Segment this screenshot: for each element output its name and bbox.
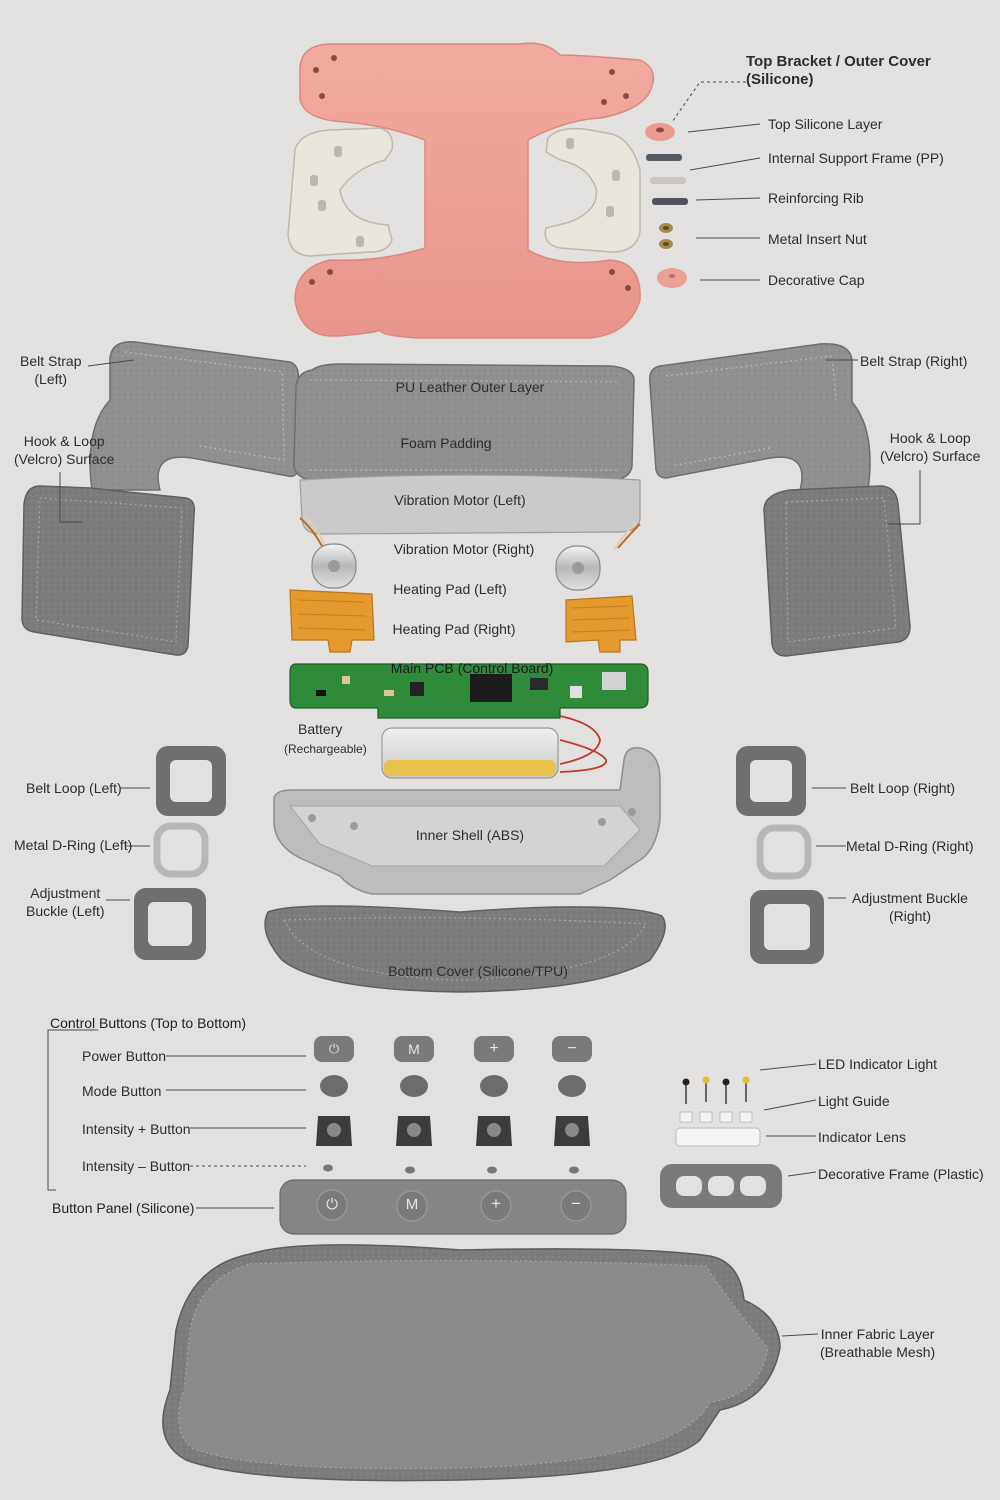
belt-strap-right xyxy=(648,343,871,491)
reinforcing-rib-parts xyxy=(646,154,688,205)
mode-icon: M xyxy=(408,1041,420,1057)
label-vibration-motor-left: Vibration Motor (Left) xyxy=(394,492,526,508)
label-mode-button: Mode Button xyxy=(82,1083,162,1099)
light-guides xyxy=(679,1111,753,1123)
label-main-pcb: Main PCB (Control Board) xyxy=(390,660,554,676)
metal-d-ring-left xyxy=(153,822,209,878)
label-inner-fabric: Inner Fabric Layer (Breathable Mesh) xyxy=(820,1326,936,1360)
plus-icon: + xyxy=(489,1040,499,1057)
main-pcb-control-board xyxy=(289,663,649,719)
panel-power-icon: ⏻ xyxy=(326,1196,338,1213)
label-belt-loop-right: Belt Loop (Right) xyxy=(850,780,956,796)
label-intensity-plus: Intensity + Button xyxy=(82,1121,191,1137)
panel-minus-icon: − xyxy=(571,1194,581,1213)
label-top-bracket: Top Bracket / Outer Cover (Silicone) xyxy=(746,53,931,88)
label-light-guide: Light Guide xyxy=(818,1093,890,1109)
label-reinforcing-rib: Reinforcing Rib xyxy=(768,190,864,206)
label-intensity-minus: Intensity – Button xyxy=(82,1158,191,1174)
button-actuators-row xyxy=(320,1075,586,1097)
hook-loop-surface-left xyxy=(21,485,196,656)
adjustment-buckle-right xyxy=(750,890,824,964)
label-led-indicator: LED Indicator Light xyxy=(818,1056,938,1072)
label-power-button: Power Button xyxy=(82,1048,167,1064)
button-spacers-row xyxy=(323,1164,579,1174)
metal-insert-nuts xyxy=(659,223,673,249)
label-top-silicone-layer: Top Silicone Layer xyxy=(768,116,883,132)
button-switches-row xyxy=(316,1116,590,1146)
label-metal-insert-nut: Metal Insert Nut xyxy=(768,231,867,247)
panel-plus-icon: + xyxy=(491,1194,501,1213)
adjustment-buckle-left xyxy=(134,888,206,960)
top-silicone-layer-part xyxy=(645,123,675,141)
label-button-panel: Button Panel (Silicone) xyxy=(52,1200,195,1216)
label-bottom-cover: Bottom Cover (Silicone/TPU) xyxy=(388,963,568,979)
label-vibration-motor-right: Vibration Motor (Right) xyxy=(393,541,535,557)
top-bracket-outer-cover xyxy=(294,42,655,339)
belt-loop-right xyxy=(736,746,806,816)
led-indicator-lights xyxy=(682,1076,750,1104)
leader-lines xyxy=(47,81,921,1337)
indicator-lens xyxy=(675,1127,761,1147)
minus-icon: − xyxy=(567,1040,577,1057)
inner-fabric-layer xyxy=(162,1244,781,1482)
label-hook-loop-left: Hook & Loop (Velcro) Surface xyxy=(14,433,115,467)
button-caps-row xyxy=(314,1036,592,1062)
label-indicator-lens: Indicator Lens xyxy=(818,1129,906,1145)
metal-d-ring-right xyxy=(756,824,812,880)
internal-support-frame-right xyxy=(544,127,641,253)
decorative-frame-plastic xyxy=(660,1164,782,1208)
label-control-buttons: Control Buttons (Top to Bottom) xyxy=(50,1015,247,1031)
label-heating-pad-right: Heating Pad (Right) xyxy=(392,621,516,637)
label-foam-padding: Foam Padding xyxy=(400,435,492,451)
label-internal-support-frame: Internal Support Frame (PP) xyxy=(768,150,944,166)
label-adjustment-buckle-right: Adjustment Buckle (Right) xyxy=(852,890,968,924)
label-belt-strap-right: Belt Strap (Right) xyxy=(860,353,968,369)
label-hook-loop-right: Hook & Loop (Velcro) Surface xyxy=(880,430,981,464)
label-decorative-cap: Decorative Cap xyxy=(768,272,865,288)
inner-shell-abs xyxy=(273,747,661,895)
label-battery: Battery xyxy=(298,721,343,737)
label-battery-sub: (Rechargeable) xyxy=(284,742,367,756)
label-adjustment-buckle-left: Adjustment Buckle (Left) xyxy=(26,885,105,919)
belt-strap-left xyxy=(89,341,300,491)
label-inner-shell: Inner Shell (ABS) xyxy=(415,827,525,843)
panel-mode-icon: M xyxy=(405,1196,419,1213)
label-metal-d-ring-left: Metal D-Ring (Left) xyxy=(14,837,133,853)
foam-padding xyxy=(299,474,641,535)
label-heating-pad-left: Heating Pad (Left) xyxy=(393,581,507,597)
button-panel-silicone xyxy=(279,1179,627,1235)
control-buttons-stack xyxy=(314,1036,592,1174)
label-metal-d-ring-right: Metal D-Ring (Right) xyxy=(846,838,974,854)
internal-support-frame-left xyxy=(287,127,394,257)
label-pu-leather: PU Leather Outer Layer xyxy=(395,379,545,395)
pu-leather-outer-layer xyxy=(293,363,635,483)
label-belt-strap-left: Belt Strap (Left) xyxy=(20,353,82,387)
decorative-cap-part xyxy=(657,268,687,288)
vibration-motors xyxy=(299,515,641,591)
power-icon: ⏻ xyxy=(328,1041,340,1056)
bottom-cover-silicone-tpu xyxy=(264,905,666,993)
belt-loop-left xyxy=(156,746,226,816)
hook-loop-surface-right xyxy=(763,485,911,657)
battery-rechargeable xyxy=(381,715,607,779)
label-belt-loop-left: Belt Loop (Left) xyxy=(26,780,122,796)
label-decorative-frame: Decorative Frame (Plastic) xyxy=(818,1166,984,1182)
heating-pads xyxy=(289,589,637,653)
